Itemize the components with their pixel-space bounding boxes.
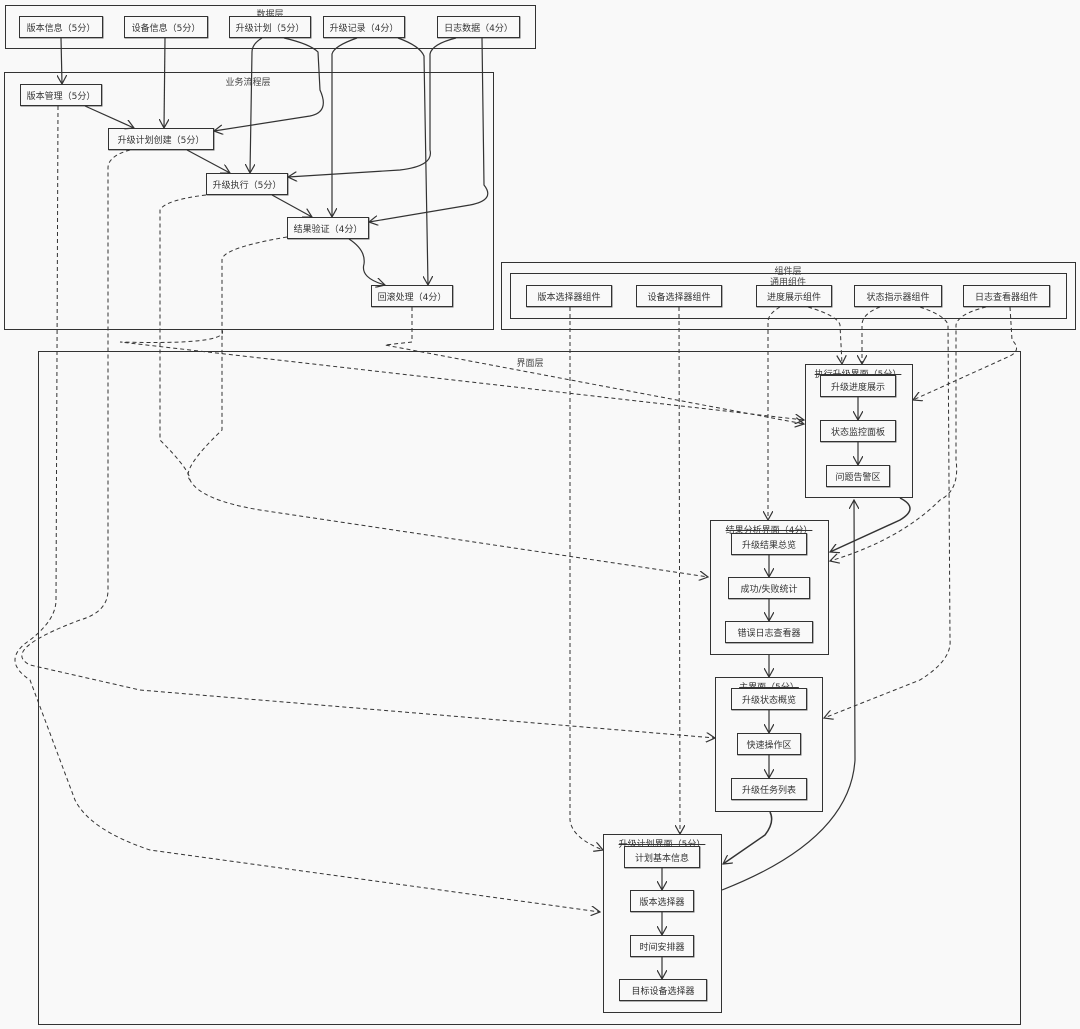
node-upgrade-record[interactable]: 升级记录（4分） xyxy=(323,16,405,38)
node-error-log-viewer[interactable]: 错误日志查看器 xyxy=(725,621,813,643)
common-components-title: 通用组件 xyxy=(769,278,807,288)
node-success-fail-stats[interactable]: 成功/失败统计 xyxy=(728,577,810,599)
node-status-indicator-component[interactable]: 状态指示器组件 xyxy=(854,285,942,307)
node-issue-alert-area[interactable]: 问题告警区 xyxy=(826,465,890,487)
node-log-data[interactable]: 日志数据（4分） xyxy=(437,16,520,38)
upgrade-plan-screen[interactable] xyxy=(603,834,722,1013)
upgrade-plan-screen-title: 升级计划界面（5分） xyxy=(618,840,706,850)
node-version-selector-component[interactable]: 版本选择器组件 xyxy=(526,285,612,307)
node-time-scheduler[interactable]: 时间安排器 xyxy=(630,935,694,957)
node-plan-creation[interactable]: 升级计划创建（5分） xyxy=(108,128,214,150)
node-version-management[interactable]: 版本管理（5分） xyxy=(20,84,102,106)
node-version-info[interactable]: 版本信息（5分） xyxy=(19,16,103,38)
node-progress-display[interactable]: 升级进度展示 xyxy=(820,375,896,397)
node-upgrade-plan[interactable]: 升级计划（5分） xyxy=(229,16,311,38)
node-quick-actions[interactable]: 快速操作区 xyxy=(737,733,801,755)
node-result-overview[interactable]: 升级结果总览 xyxy=(731,533,807,555)
node-target-device-selector[interactable]: 目标设备选择器 xyxy=(619,979,707,1001)
node-task-list[interactable]: 升级任务列表 xyxy=(731,778,807,800)
node-rollback[interactable]: 回滚处理（4分） xyxy=(371,285,453,307)
node-status-overview[interactable]: 升级状态概览 xyxy=(731,688,807,710)
node-device-info[interactable]: 设备信息（5分） xyxy=(124,16,208,38)
node-plan-basic-info[interactable]: 计划基本信息 xyxy=(624,846,700,868)
node-device-selector-component[interactable]: 设备选择器组件 xyxy=(636,285,722,307)
node-status-monitor-panel[interactable]: 状态监控面板 xyxy=(820,420,896,442)
data-layer-title: 数据层 xyxy=(256,10,284,20)
node-log-viewer-component[interactable]: 日志查看器组件 xyxy=(963,285,1050,307)
component-layer-title: 组件层 xyxy=(774,267,802,277)
node-version-selector[interactable]: 版本选择器 xyxy=(630,890,694,912)
node-upgrade-execution[interactable]: 升级执行（5分） xyxy=(206,173,288,195)
business-layer-title: 业务流程层 xyxy=(225,78,271,88)
node-progress-component[interactable]: 进度展示组件 xyxy=(756,285,832,307)
node-result-verification[interactable]: 结果验证（4分） xyxy=(287,217,369,239)
interface-layer-title: 界面层 xyxy=(516,359,544,369)
